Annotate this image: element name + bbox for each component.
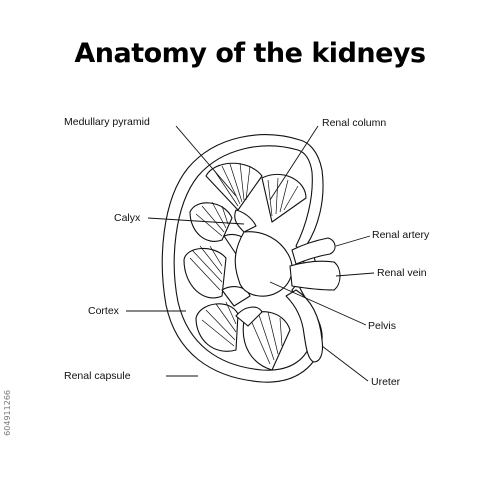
label-renal-column: Renal column [322, 117, 386, 129]
ureter-shape [285, 289, 324, 363]
diagram-title: Anatomy of the kidneys [74, 38, 426, 69]
leader-renal-artery [335, 235, 371, 247]
leader-calyx [147, 217, 245, 225]
leader-renal-vein [335, 272, 375, 277]
leader-renal-column [269, 125, 319, 201]
pyramid-5 [195, 303, 239, 352]
label-calyx: Calyx [114, 212, 141, 224]
label-pelvis: Pelvis [368, 320, 396, 332]
leader-pelvis [269, 281, 367, 326]
pyramid-striations [189, 162, 299, 365]
renal-pelvis-shape [234, 231, 293, 297]
label-ureter: Ureter [371, 376, 401, 388]
calyx-1 [234, 209, 257, 233]
renal-vein-shape [289, 260, 341, 291]
label-renal-artery: Renal artery [372, 229, 430, 241]
pyramid-2 [261, 173, 307, 223]
label-cortex: Cortex [88, 305, 120, 317]
label-medullary-pyramid: Medullary pyramid [64, 116, 150, 128]
leader-medullary-pyramid [175, 125, 237, 197]
label-renal-capsule: Renal capsule [64, 370, 131, 382]
renal-capsule-outline [161, 134, 324, 383]
pyramid-4 [183, 247, 227, 299]
label-renal-vein: Renal vein [377, 267, 427, 279]
calyces [221, 209, 263, 327]
cortex-inner-outline [173, 145, 313, 371]
pyramid-1 [205, 162, 263, 211]
renal-artery-shape [291, 237, 336, 265]
leader-ureter [321, 345, 369, 382]
stock-image-id: 604911266 [3, 390, 12, 436]
calyx-4 [235, 306, 263, 327]
